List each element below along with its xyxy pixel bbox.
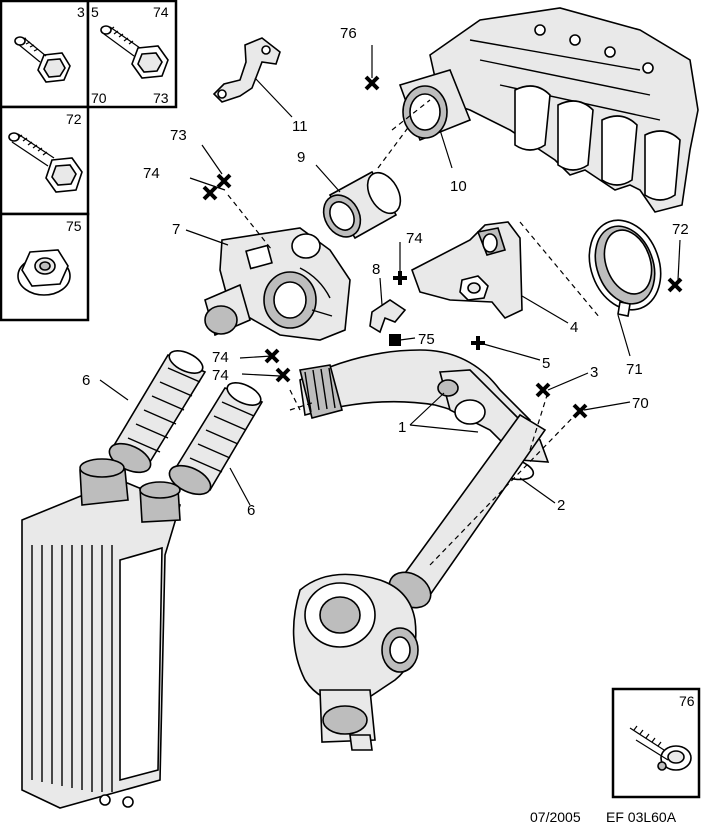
square-markers [389,334,401,346]
footer-reference: EF 03L60A [606,809,677,825]
fastener-legend: 3 5 74 70 73 72 75 [0,0,178,322]
throttle-housing-7 [204,227,351,341]
callout-73: 73 [170,127,187,144]
leader-lines [99,45,681,566]
plus-markers [393,271,485,350]
long-bolt-icon [8,132,83,193]
cross-marker-icon [364,75,380,91]
legend-box-76-group: 76 [611,687,701,799]
callout-4: 4 [570,319,578,336]
self-tapping-screw-icon [629,725,692,771]
callout-74: 74 [143,165,160,182]
legend-label: 76 [679,693,695,709]
callout-74: 74 [212,349,229,366]
legend-label: 5 [91,4,99,20]
callout-3: 3 [590,364,598,381]
callout-11: 11 [292,118,308,135]
footer: 07/2005 EF 03L60A [530,809,677,825]
turbo-pipe [388,413,547,609]
callout-1: 1 [398,419,406,436]
sleeve-9 [322,170,402,240]
cross-marker-icon [202,185,218,201]
cross-marker-icon [275,367,291,383]
callout-6: 6 [82,372,90,389]
legend-box-76 [611,687,701,799]
bracket-11 [212,37,281,103]
intake-manifold [398,7,699,213]
footer-date: 07/2005 [530,809,581,825]
legend-label: 74 [153,4,169,20]
clip-8 [369,299,407,334]
plus-marker-icon [471,336,485,350]
callout-6: 6 [247,502,255,519]
callout-9: 9 [297,149,305,166]
legend-label: 3 [77,4,85,20]
legend-label: 75 [66,218,82,234]
callout-labels: 11 9 10 76 73 74 7 8 74 75 4 5 71 72 74 … [82,25,689,519]
legend-label: 72 [66,111,82,127]
callout-74: 74 [406,230,423,247]
turbocharger [292,573,419,751]
callout-72: 72 [672,221,689,238]
callout-70: 70 [632,395,649,412]
callout-75: 75 [418,331,435,348]
bracket-4 [411,221,523,319]
cross-marker-icon [535,382,551,398]
callout-5: 5 [542,355,550,372]
legend-label: 73 [153,90,169,106]
square-marker-icon [389,334,401,346]
callout-2: 2 [557,497,565,514]
intercooler [21,458,181,809]
flange-bolt-icon [14,36,71,83]
corrugated-hose-right [168,382,264,496]
callout-71: 71 [626,361,643,378]
cross-marker-icon [572,403,588,419]
hex-bolt-icon [100,25,169,79]
legend-label: 70 [91,90,107,106]
callout-8: 8 [372,261,380,278]
hose-clamp-71 [588,219,662,317]
callout-7: 7 [172,221,180,238]
callout-10: 10 [450,178,467,195]
cross-marker-icon [264,348,280,364]
callout-74: 74 [212,367,229,384]
callout-76: 76 [340,25,357,42]
plus-marker-icon [393,271,407,285]
cross-markers [202,75,683,419]
cross-marker-icon [216,173,232,189]
flange-nut-icon [17,249,71,296]
cross-marker-icon [667,277,683,293]
